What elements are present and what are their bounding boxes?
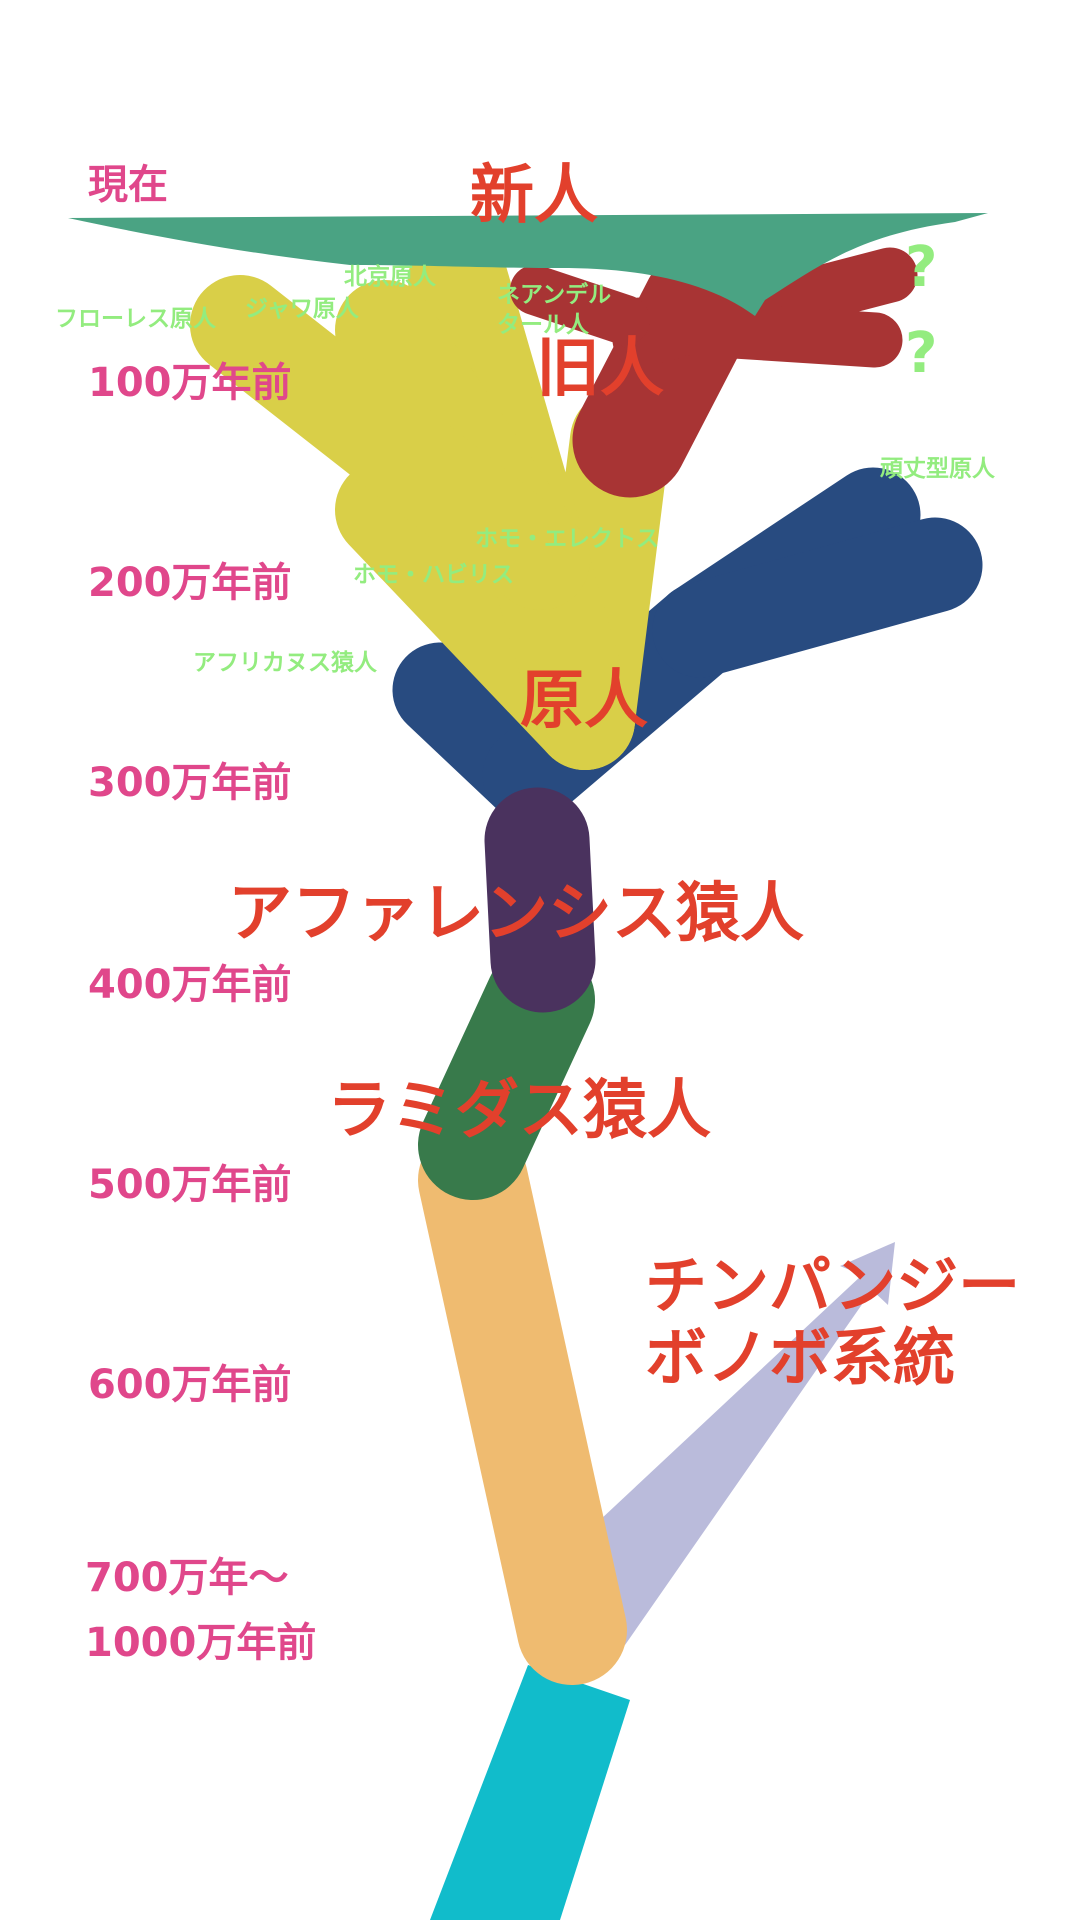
species-label-flores: フローレス原人 xyxy=(55,306,216,332)
species-label-habilis: ホモ・ハビリス xyxy=(353,562,514,588)
species-label-peking: 北京原人 xyxy=(344,264,436,290)
branch-homo-erectus xyxy=(190,230,670,770)
time-label-3m: 300万年前 xyxy=(88,760,292,806)
branch-common-ancestor xyxy=(430,1665,630,1920)
branch-afarensis xyxy=(484,787,596,1013)
stage-label-shinjin: 新人 xyxy=(470,159,598,233)
time-label-present: 現在 xyxy=(88,162,168,208)
time-label-1m: 100万年前 xyxy=(88,360,292,406)
species-label-robust: 頑丈型原人 xyxy=(880,456,995,482)
unknown-mark-upper: ? xyxy=(905,235,938,300)
time-label-7m: 700万年～ xyxy=(85,1555,289,1601)
stage-label-genjin: 原人 xyxy=(520,664,648,738)
time-label-10m: 1000万年前 xyxy=(85,1620,317,1666)
stage-label-chimp-line1: チンパンジー xyxy=(645,1249,1021,1322)
stage-label-chimp-line2: ボノボ系統 xyxy=(645,1321,956,1394)
time-label-4m: 400万年前 xyxy=(88,962,292,1008)
stage-label-ramidus: ラミダス猿人 xyxy=(327,1074,711,1148)
branch-early-hominin xyxy=(418,1125,627,1685)
branch-chimp-bonobo-arrow xyxy=(600,1242,895,1645)
branch-modern-human xyxy=(68,213,988,316)
time-label-6m: 600万年前 xyxy=(88,1362,292,1408)
species-label-erectus: ホモ・エレクトス xyxy=(475,526,659,552)
unknown-mark-lower: ? xyxy=(905,321,938,386)
species-label-africanus: アフリカヌス猿人 xyxy=(193,650,377,676)
branch-ramidus xyxy=(418,945,595,1200)
time-label-5m: 500万年前 xyxy=(88,1162,292,1208)
branch-archaic-human xyxy=(510,247,918,498)
species-label-neanderthal-2: タール人 xyxy=(497,312,589,338)
stage-label-afarensis: アファレンシス猿人 xyxy=(228,877,804,951)
time-label-2m: 200万年前 xyxy=(88,560,292,606)
stage-label-kyujin: 旧人 xyxy=(536,332,664,406)
species-label-neanderthal-1: ネアンデル xyxy=(497,282,612,308)
species-label-java: ジャワ原人 xyxy=(245,296,359,322)
